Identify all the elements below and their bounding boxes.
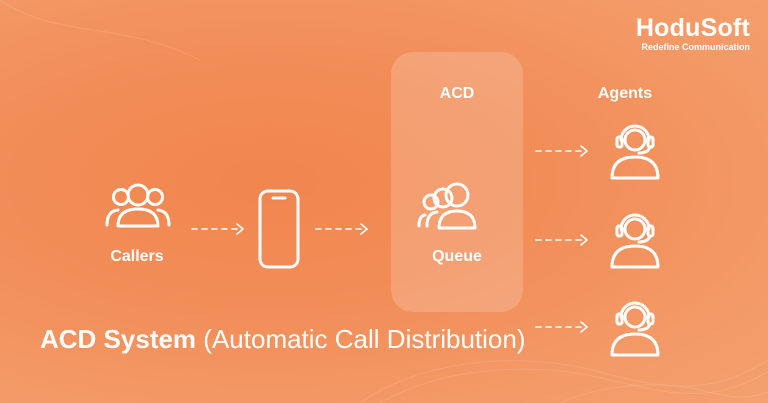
queue-group-icon <box>417 182 477 230</box>
dashed-arrow-phone-to-queue <box>315 223 368 235</box>
agent-headset-icon-1 <box>610 124 660 180</box>
brand-name: HoduSoft <box>635 14 750 42</box>
dashed-arrow-queue-to-agent-1 <box>535 145 588 157</box>
title-subtitle: (Automatic Call Distribution) <box>203 324 526 354</box>
title-bold: ACD System <box>40 324 197 354</box>
acd-queue-panel <box>391 52 523 312</box>
brand-logo: HoduSoft Redefine Communication <box>610 14 750 52</box>
agent-headset-icon-2 <box>610 213 660 269</box>
dashed-arrow-queue-to-agent-3 <box>535 321 588 333</box>
dashed-arrow-callers-to-phone <box>191 223 244 235</box>
smartphone-icon <box>258 189 300 269</box>
callers-group-icon <box>105 183 171 228</box>
queue-label: Queue <box>432 248 482 265</box>
brand-tagline: Redefine Communication <box>641 42 750 52</box>
agent-headset-icon-3 <box>610 301 660 357</box>
acd-label: ACD <box>439 85 475 102</box>
dashed-arrow-queue-to-agent-2 <box>535 234 588 246</box>
page-title: ACD System (Automatic Call Distribution) <box>40 324 526 355</box>
agents-label: Agents <box>597 85 653 102</box>
callers-label: Callers <box>110 248 164 265</box>
